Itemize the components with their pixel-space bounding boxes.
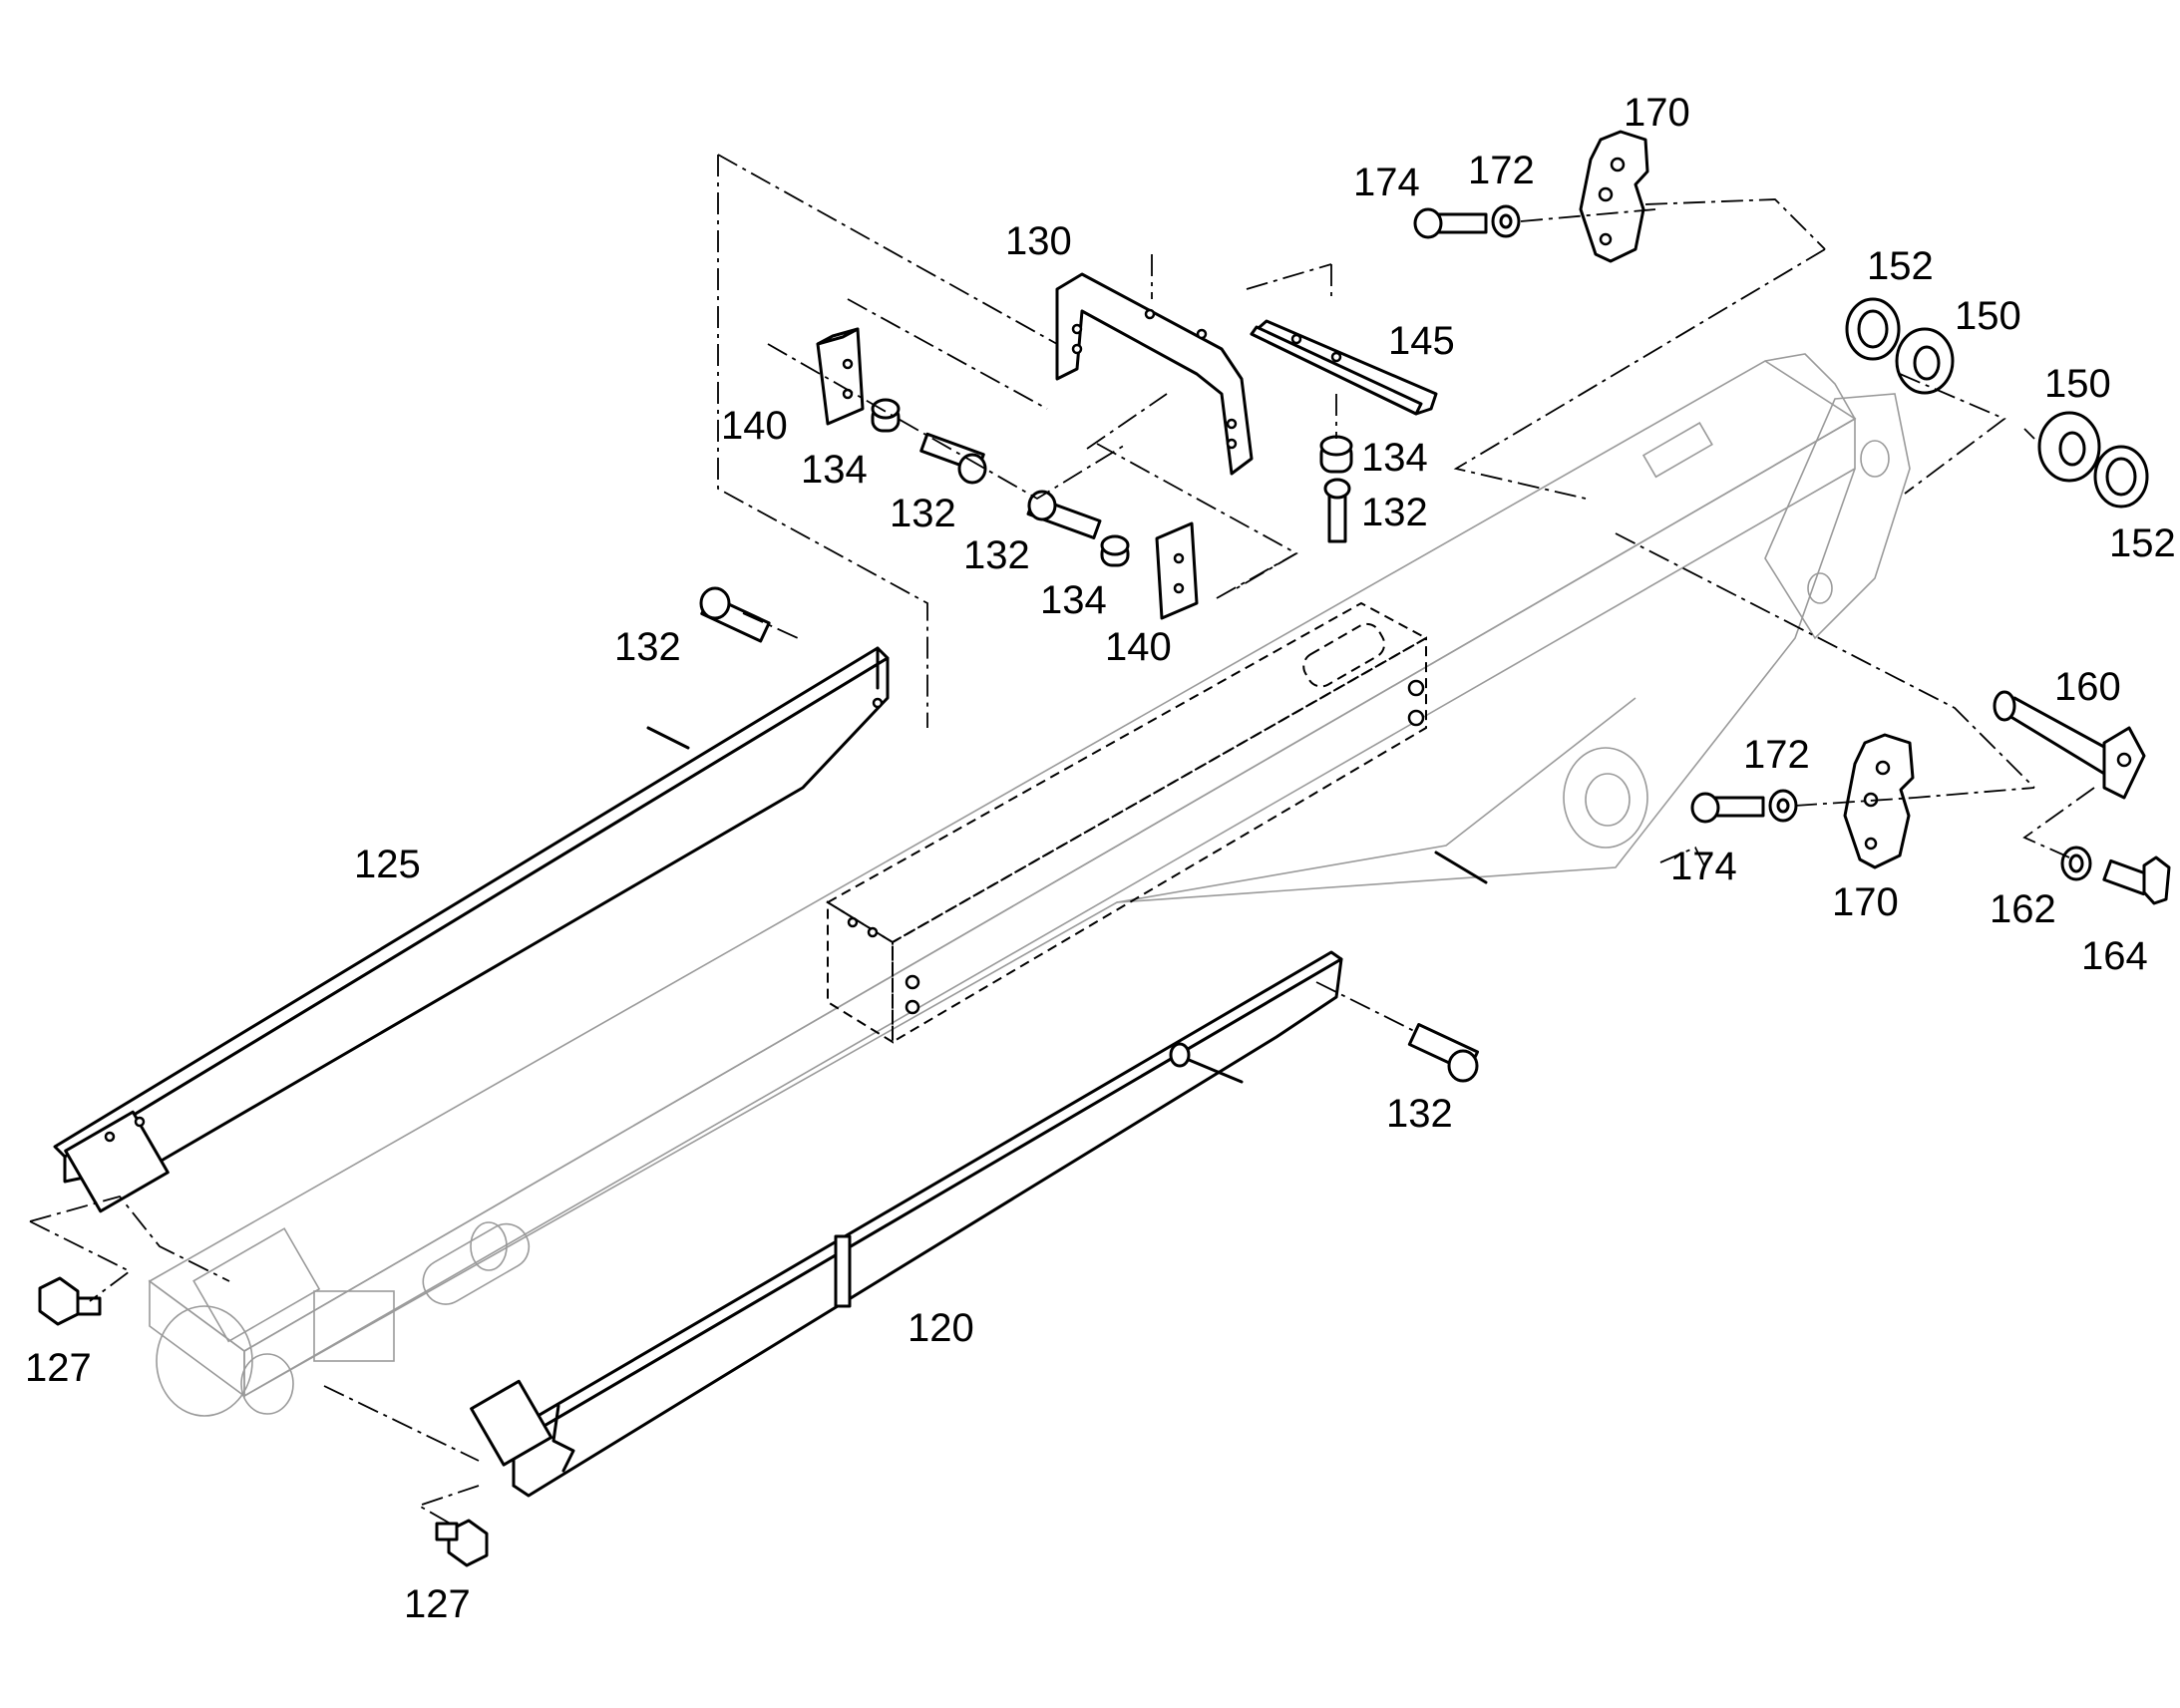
label-132-left: 132 (614, 625, 681, 669)
label-134-middle: 134 (1040, 578, 1107, 622)
spacers-134 (871, 398, 1353, 567)
plate-170-lower (1843, 733, 1915, 869)
wear-plate-120 (470, 950, 1343, 1498)
label-127-bottom: 127 (404, 1582, 471, 1626)
label-140-upper: 140 (721, 404, 788, 448)
label-152-upper: 152 (1867, 244, 1934, 288)
label-174-lower: 174 (1670, 845, 1737, 888)
label-132-upper-right: 132 (1361, 491, 1428, 534)
label-172-upper: 172 (1468, 149, 1535, 192)
label-170-lower: 170 (1832, 880, 1899, 924)
label-127-left: 127 (25, 1346, 92, 1390)
label-134-upper-right: 134 (1361, 436, 1428, 480)
wear-plate-125 (53, 646, 890, 1213)
bolts-127 (38, 1276, 489, 1567)
bolts-132 (699, 432, 1480, 1083)
label-174-upper: 174 (1353, 161, 1420, 204)
label-125: 125 (354, 843, 421, 886)
label-164: 164 (2081, 934, 2148, 978)
label-150-lower: 150 (2044, 362, 2111, 406)
label-152-lower: 152 (2109, 521, 2176, 565)
label-150-upper: 150 (1955, 294, 2021, 338)
bracket-130 (1055, 272, 1254, 476)
label-132-upper-left: 132 (890, 492, 956, 535)
washer-162-bolt-164 (2060, 846, 2171, 905)
pin-160 (1993, 690, 2146, 800)
label-132-lower: 132 (1386, 1092, 1453, 1136)
washers-172-bolts-174 (1413, 204, 1798, 824)
plate-145 (1250, 319, 1438, 416)
label-140-lower: 140 (1105, 625, 1172, 669)
label-170-upper: 170 (1624, 91, 1690, 135)
label-145: 145 (1388, 319, 1455, 363)
inner-section-holes (847, 679, 1425, 1015)
label-160: 160 (2054, 665, 2121, 709)
boom-assembly (148, 353, 1911, 1417)
label-162: 162 (1990, 887, 2056, 931)
label-120: 120 (908, 1306, 974, 1350)
pad-140-lower (1155, 521, 1199, 620)
label-132-middle: 132 (963, 533, 1030, 577)
bushings-150-152 (1845, 297, 2149, 509)
plate-170-upper (1579, 130, 1649, 263)
part-labels: 170 174 172 130 152 150 145 150 140 134 … (25, 91, 2176, 1626)
explode-lines (29, 154, 2095, 1527)
label-172-lower: 172 (1743, 733, 1810, 777)
pad-140-upper (816, 327, 865, 426)
label-130: 130 (1005, 219, 1072, 263)
label-134-upper-left: 134 (801, 448, 868, 492)
